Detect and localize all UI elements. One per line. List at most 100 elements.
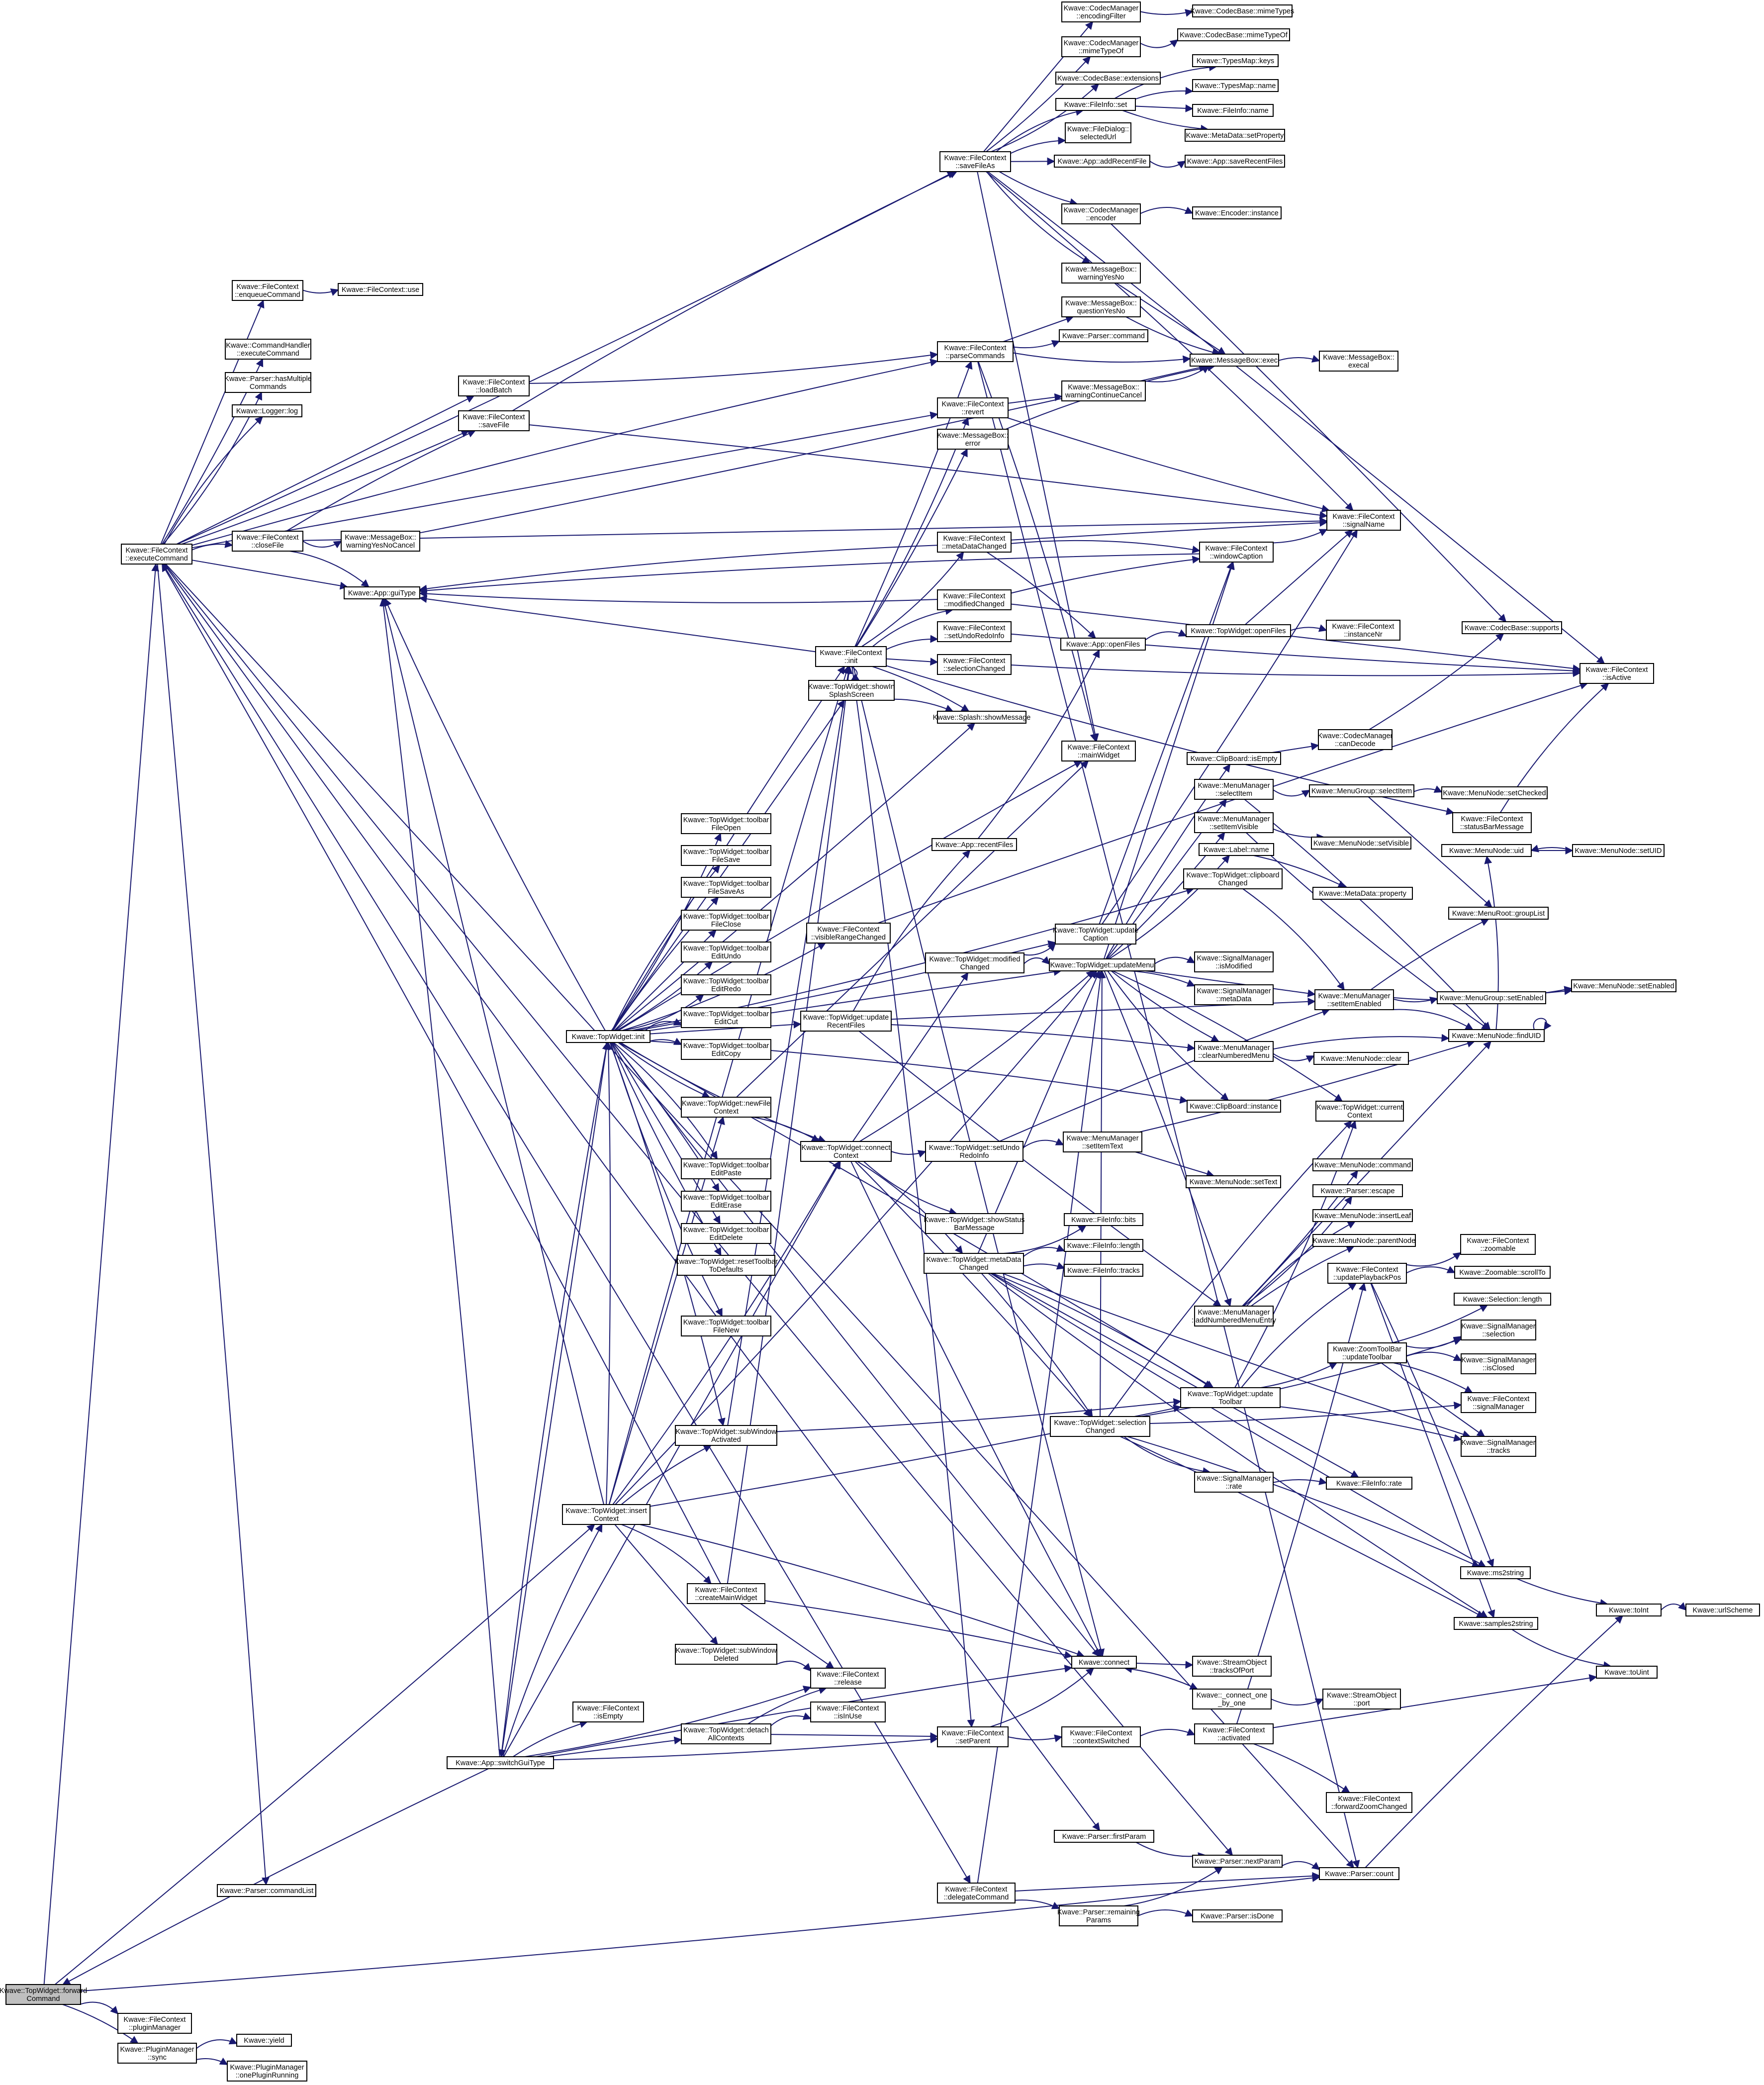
node-mmSelectItem[interactable]: Kwave::MenuManager::selectItem bbox=[1194, 779, 1274, 800]
node-twUpdateToolbar[interactable]: Kwave::TopWidget::updateToolbar bbox=[1180, 1387, 1281, 1408]
node-setParent[interactable]: Kwave::FileContext::setParent bbox=[937, 1726, 1009, 1747]
node-mbError[interactable]: Kwave::MessageBox::error bbox=[937, 429, 1009, 450]
node-commandList[interactable]: Kwave::Parser::commandList bbox=[217, 1884, 316, 1897]
node-groupList[interactable]: Kwave::MenuRoot::groupList bbox=[1448, 907, 1549, 920]
node-mgSelectItem[interactable]: Kwave::MenuGroup::selectItem bbox=[1309, 784, 1414, 797]
node-fcZoomable[interactable]: Kwave::FileContext::zoomable bbox=[1460, 1234, 1536, 1255]
node-yield[interactable]: Kwave::yield bbox=[236, 2034, 292, 2047]
node-fileInfoName[interactable]: Kwave::FileInfo::name bbox=[1192, 104, 1274, 117]
node-switchGuiType[interactable]: Kwave::App::switchGuiType bbox=[447, 1756, 554, 1769]
node-fileInfoSet[interactable]: Kwave::FileInfo::set bbox=[1055, 98, 1136, 111]
node-mnCommand[interactable]: Kwave::MenuNode::command bbox=[1312, 1158, 1413, 1171]
node-smIsModified[interactable]: Kwave::SignalManager::isModified bbox=[1194, 951, 1274, 972]
node-addRecentFile[interactable]: Kwave::App::addRecentFile bbox=[1054, 155, 1150, 168]
node-setUndoRedoInfoTW[interactable]: Kwave::TopWidget::setUndoRedoInfo bbox=[925, 1141, 1023, 1162]
node-setItemVisible[interactable]: Kwave::MenuManager::setItemVisible bbox=[1194, 812, 1274, 833]
node-warningYesNo[interactable]: Kwave::MessageBox::warningYesNo bbox=[1061, 263, 1141, 284]
node-toUint[interactable]: Kwave::toUint bbox=[1596, 1666, 1658, 1679]
node-loadBatch[interactable]: Kwave::FileContext::loadBatch bbox=[458, 376, 530, 396]
node-smRate[interactable]: Kwave::SignalManager::rate bbox=[1194, 1472, 1274, 1493]
node-typesMapName[interactable]: Kwave::TypesMap::name bbox=[1192, 79, 1279, 92]
node-onePluginRunning[interactable]: Kwave::PluginManager::onePluginRunning bbox=[227, 2061, 307, 2082]
node-labelName[interactable]: Kwave::Label::name bbox=[1199, 843, 1274, 856]
node-forwardZoomChanged[interactable]: Kwave::FileContext::forwardZoomChanged bbox=[1326, 1792, 1412, 1813]
node-use[interactable]: Kwave::FileContext::use bbox=[338, 283, 423, 296]
node-modifiedChanged[interactable]: Kwave::FileContext::modifiedChanged bbox=[937, 589, 1012, 610]
node-visibleRangeChanged[interactable]: Kwave::FileContext::visibleRangeChanged bbox=[806, 923, 891, 944]
node-saveFileAs[interactable]: Kwave::FileContext::saveFileAs bbox=[939, 151, 1011, 172]
node-parentNode[interactable]: Kwave::MenuNode::parentNode bbox=[1312, 1234, 1416, 1247]
node-connect[interactable]: Kwave::connect bbox=[1071, 1656, 1137, 1669]
node-splashShow[interactable]: Kwave::Splash::showMessage bbox=[933, 711, 1031, 724]
node-signalName[interactable]: Kwave::FileContext::signalName bbox=[1326, 510, 1401, 531]
node-contextSwitched[interactable]: Kwave::FileContext::contextSwitched bbox=[1061, 1726, 1141, 1747]
node-addNumberedMenuEntry[interactable]: Kwave::MenuManager::addNumberedMenuEntry bbox=[1192, 1306, 1277, 1327]
node-smIsClosed[interactable]: Kwave::SignalManager::isClosed bbox=[1461, 1353, 1536, 1374]
node-twInit[interactable]: Kwave::TopWidget::init bbox=[566, 1030, 650, 1043]
node-setItemEnabled[interactable]: Kwave::MenuManager::setItemEnabled bbox=[1314, 989, 1394, 1010]
node-fcIsInUse[interactable]: Kwave::FileContext::isInUse bbox=[810, 1702, 886, 1722]
node-mnClear[interactable]: Kwave::MenuNode::clear bbox=[1313, 1052, 1409, 1065]
node-toInt[interactable]: Kwave::toInt bbox=[1596, 1604, 1662, 1616]
node-createMainWidget[interactable]: Kwave::FileContext::createMainWidget bbox=[687, 1583, 765, 1604]
node-firstParam[interactable]: Kwave::Parser::firstParam bbox=[1054, 1830, 1154, 1843]
node-enqueueCommand[interactable]: Kwave::FileContext::enqueueCommand bbox=[232, 280, 303, 301]
node-selectedUrl[interactable]: Kwave::FileDialog::selectedUrl bbox=[1065, 122, 1131, 143]
node-cmEncoder[interactable]: Kwave::CodecManager::encoder bbox=[1061, 203, 1141, 224]
node-mnUid[interactable]: Kwave::MenuNode::uid bbox=[1441, 844, 1532, 857]
node-twSelectionChanged[interactable]: Kwave::TopWidget::selectionChanged bbox=[1050, 1416, 1150, 1437]
node-setUndoRedoInfo[interactable]: Kwave::FileContext::setUndoRedoInfo bbox=[937, 621, 1012, 642]
node-ms2string[interactable]: Kwave::ms2string bbox=[1460, 1566, 1531, 1579]
node-parserCommand[interactable]: Kwave::Parser::command bbox=[1059, 329, 1148, 342]
node-soPort[interactable]: Kwave::StreamObject::port bbox=[1322, 1689, 1401, 1709]
node-executeCommand[interactable]: Kwave::FileContext::executeCommand bbox=[121, 544, 192, 565]
node-twModifiedChanged[interactable]: Kwave::TopWidget::modifiedChanged bbox=[925, 952, 1024, 973]
node-fcRelease[interactable]: Kwave::FileContext::release bbox=[810, 1668, 886, 1689]
node-connectOneByOne[interactable]: Kwave::_connect_one_by_one bbox=[1192, 1689, 1272, 1709]
node-fcInit[interactable]: Kwave::FileContext::init bbox=[815, 646, 887, 667]
node-parserCount[interactable]: Kwave::Parser::count bbox=[1319, 1867, 1399, 1880]
node-questionYesNo[interactable]: Kwave::MessageBox::questionYesNo bbox=[1061, 296, 1141, 317]
node-setUID[interactable]: Kwave::MenuNode::setUID bbox=[1572, 844, 1665, 857]
node-parserEscape[interactable]: Kwave::Parser::escape bbox=[1312, 1184, 1403, 1197]
node-mnSetText[interactable]: Kwave::MenuNode::setText bbox=[1186, 1175, 1281, 1188]
node-guiType[interactable]: Kwave::App::guiType bbox=[344, 586, 420, 599]
node-warningContinueCancel[interactable]: Kwave::MessageBox::warningContinueCancel bbox=[1061, 380, 1146, 401]
node-cmMimeTypeOf[interactable]: Kwave::CodecManager::mimeTypeOf bbox=[1061, 36, 1141, 57]
node-setVisible[interactable]: Kwave::MenuNode::setVisible bbox=[1311, 837, 1411, 850]
node-cbIsEmpty[interactable]: Kwave::ClipBoard::isEmpty bbox=[1187, 752, 1281, 765]
node-fcSignalManager[interactable]: Kwave::FileContext::signalManager bbox=[1461, 1392, 1536, 1413]
node-twMetaDataChanged[interactable]: Kwave::TopWidget::metaDataChanged bbox=[924, 1253, 1024, 1274]
node-saveFile[interactable]: Kwave::FileContext::saveFile bbox=[458, 410, 530, 431]
node-statusBarMessage[interactable]: Kwave::FileContext::statusBarMessage bbox=[1452, 812, 1532, 833]
node-fiLength[interactable]: Kwave::FileInfo::length bbox=[1064, 1239, 1143, 1252]
node-scrollTo[interactable]: Kwave::Zoomable::scrollTo bbox=[1454, 1266, 1551, 1279]
node-typesMapKeys[interactable]: Kwave::TypesMap::keys bbox=[1192, 54, 1279, 67]
node-mimeTypes[interactable]: Kwave::CodecBase::mimeTypes bbox=[1191, 4, 1295, 17]
node-selLength[interactable]: Kwave::Selection::length bbox=[1454, 1293, 1551, 1306]
node-fiBits[interactable]: Kwave::FileInfo::bits bbox=[1064, 1213, 1143, 1226]
node-samples2string[interactable]: Kwave::samples2string bbox=[1454, 1617, 1538, 1630]
node-supports[interactable]: Kwave::CodecBase::supports bbox=[1462, 621, 1562, 634]
node-mbExec[interactable]: Kwave::MessageBox::exec bbox=[1190, 354, 1279, 367]
node-canDecode[interactable]: Kwave::CodecManager::canDecode bbox=[1318, 729, 1393, 750]
node-smMetaData[interactable]: Kwave::SignalManager::metaData bbox=[1194, 984, 1274, 1005]
node-instanceNr[interactable]: Kwave::FileContext::instanceNr bbox=[1326, 620, 1400, 641]
node-updatePlaybackPos[interactable]: Kwave::FileContext::updatePlaybackPos bbox=[1327, 1263, 1407, 1284]
node-urlScheme[interactable]: Kwave::urlScheme bbox=[1685, 1604, 1760, 1616]
node-setItemText[interactable]: Kwave::MenuManager::setItemText bbox=[1063, 1132, 1142, 1152]
